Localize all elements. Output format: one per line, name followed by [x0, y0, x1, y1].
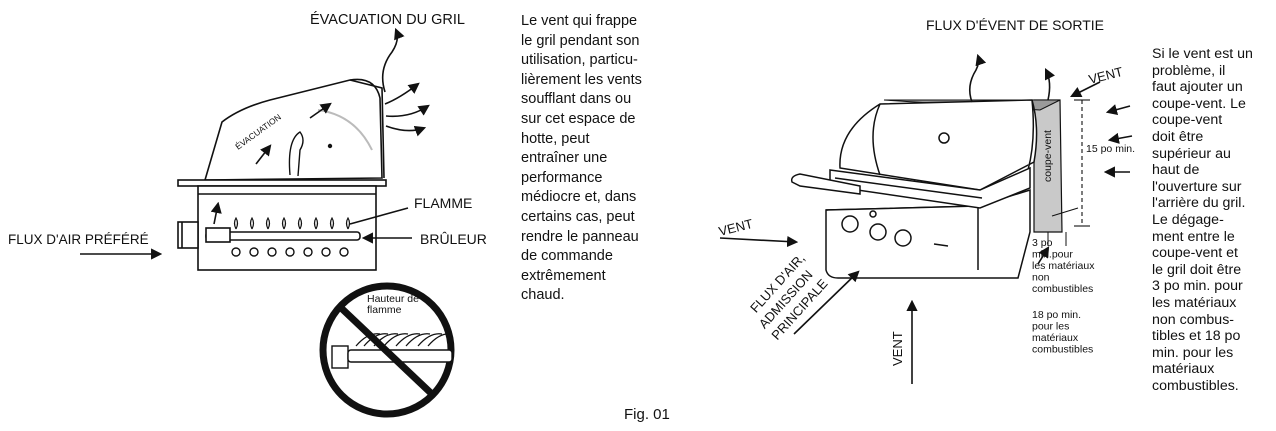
exhaust-arrow	[384, 82, 420, 105]
air-inlet-valve	[177, 221, 199, 249]
grill-lid-rim	[177, 179, 387, 187]
grill-hood-3d	[839, 99, 1038, 191]
exhaust-title-label: ÉVACUATION DU GRIL	[310, 11, 465, 28]
grill-hood	[203, 78, 383, 181]
clearance-arrow	[1037, 246, 1050, 265]
prohibition-sign	[319, 282, 455, 418]
windbreak-label: coupe-vent	[1042, 130, 1054, 182]
burner-ports	[231, 247, 349, 257]
flame-height-line1: Hauteur de	[367, 293, 419, 305]
preferred-airflow-label: FLUX D'AIR PRÉFÉRÉ	[8, 232, 149, 247]
min-15-label: 15 po min.	[1086, 143, 1135, 155]
exit-flow-label: FLUX D'ÉVENT DE SORTIE	[926, 17, 1104, 33]
control-knob	[841, 215, 859, 233]
wind-arrow	[1105, 104, 1131, 116]
exit-flow-arrow	[968, 53, 987, 103]
flame-label: FLAMME	[414, 195, 472, 211]
side-handle	[790, 173, 861, 195]
min-3-label: 3 po min.pour les matériaux non combusti…	[1032, 237, 1097, 295]
wind-arrow-top	[1069, 81, 1101, 98]
main-airflow-label: FLUX D'AIR, ADMISSION PRINCIPALE	[747, 251, 831, 343]
exhaust-arrow	[381, 27, 405, 93]
right-grill-illustration	[790, 99, 1090, 279]
left-description-text: Le vent qui frappe le gril pendant son u…	[521, 13, 642, 304]
prohibition-slash	[335, 302, 437, 399]
exhaust-arrow	[385, 125, 427, 137]
main-airflow-arrow	[793, 270, 860, 335]
exit-flow-arrow	[1044, 67, 1056, 101]
left-grill-cross-section	[80, 27, 430, 271]
wind-top-label: VENT	[1087, 64, 1124, 87]
wind-left-label: VENT	[717, 216, 754, 239]
control-knob	[869, 223, 887, 241]
wind-arrow	[1107, 132, 1133, 144]
flame-height-line2: flamme	[367, 304, 402, 316]
control-knob	[894, 229, 912, 247]
flame-height-label: Hauteur de flamme	[367, 293, 422, 316]
min-18-label: 18 po min. pour les matériaux combustibl…	[1032, 309, 1093, 356]
burner-label: BRÛLEUR	[420, 231, 487, 247]
exhaust-arrow	[385, 104, 430, 118]
wind-arrow-left	[719, 235, 799, 248]
figure-label: Fig. 01	[624, 406, 670, 423]
right-arrows	[719, 53, 1133, 384]
wind-bottom-label: VENT	[890, 331, 905, 366]
flame-row	[233, 216, 351, 230]
right-description-text: Si le vent est un problème, il faut ajou…	[1152, 46, 1253, 394]
